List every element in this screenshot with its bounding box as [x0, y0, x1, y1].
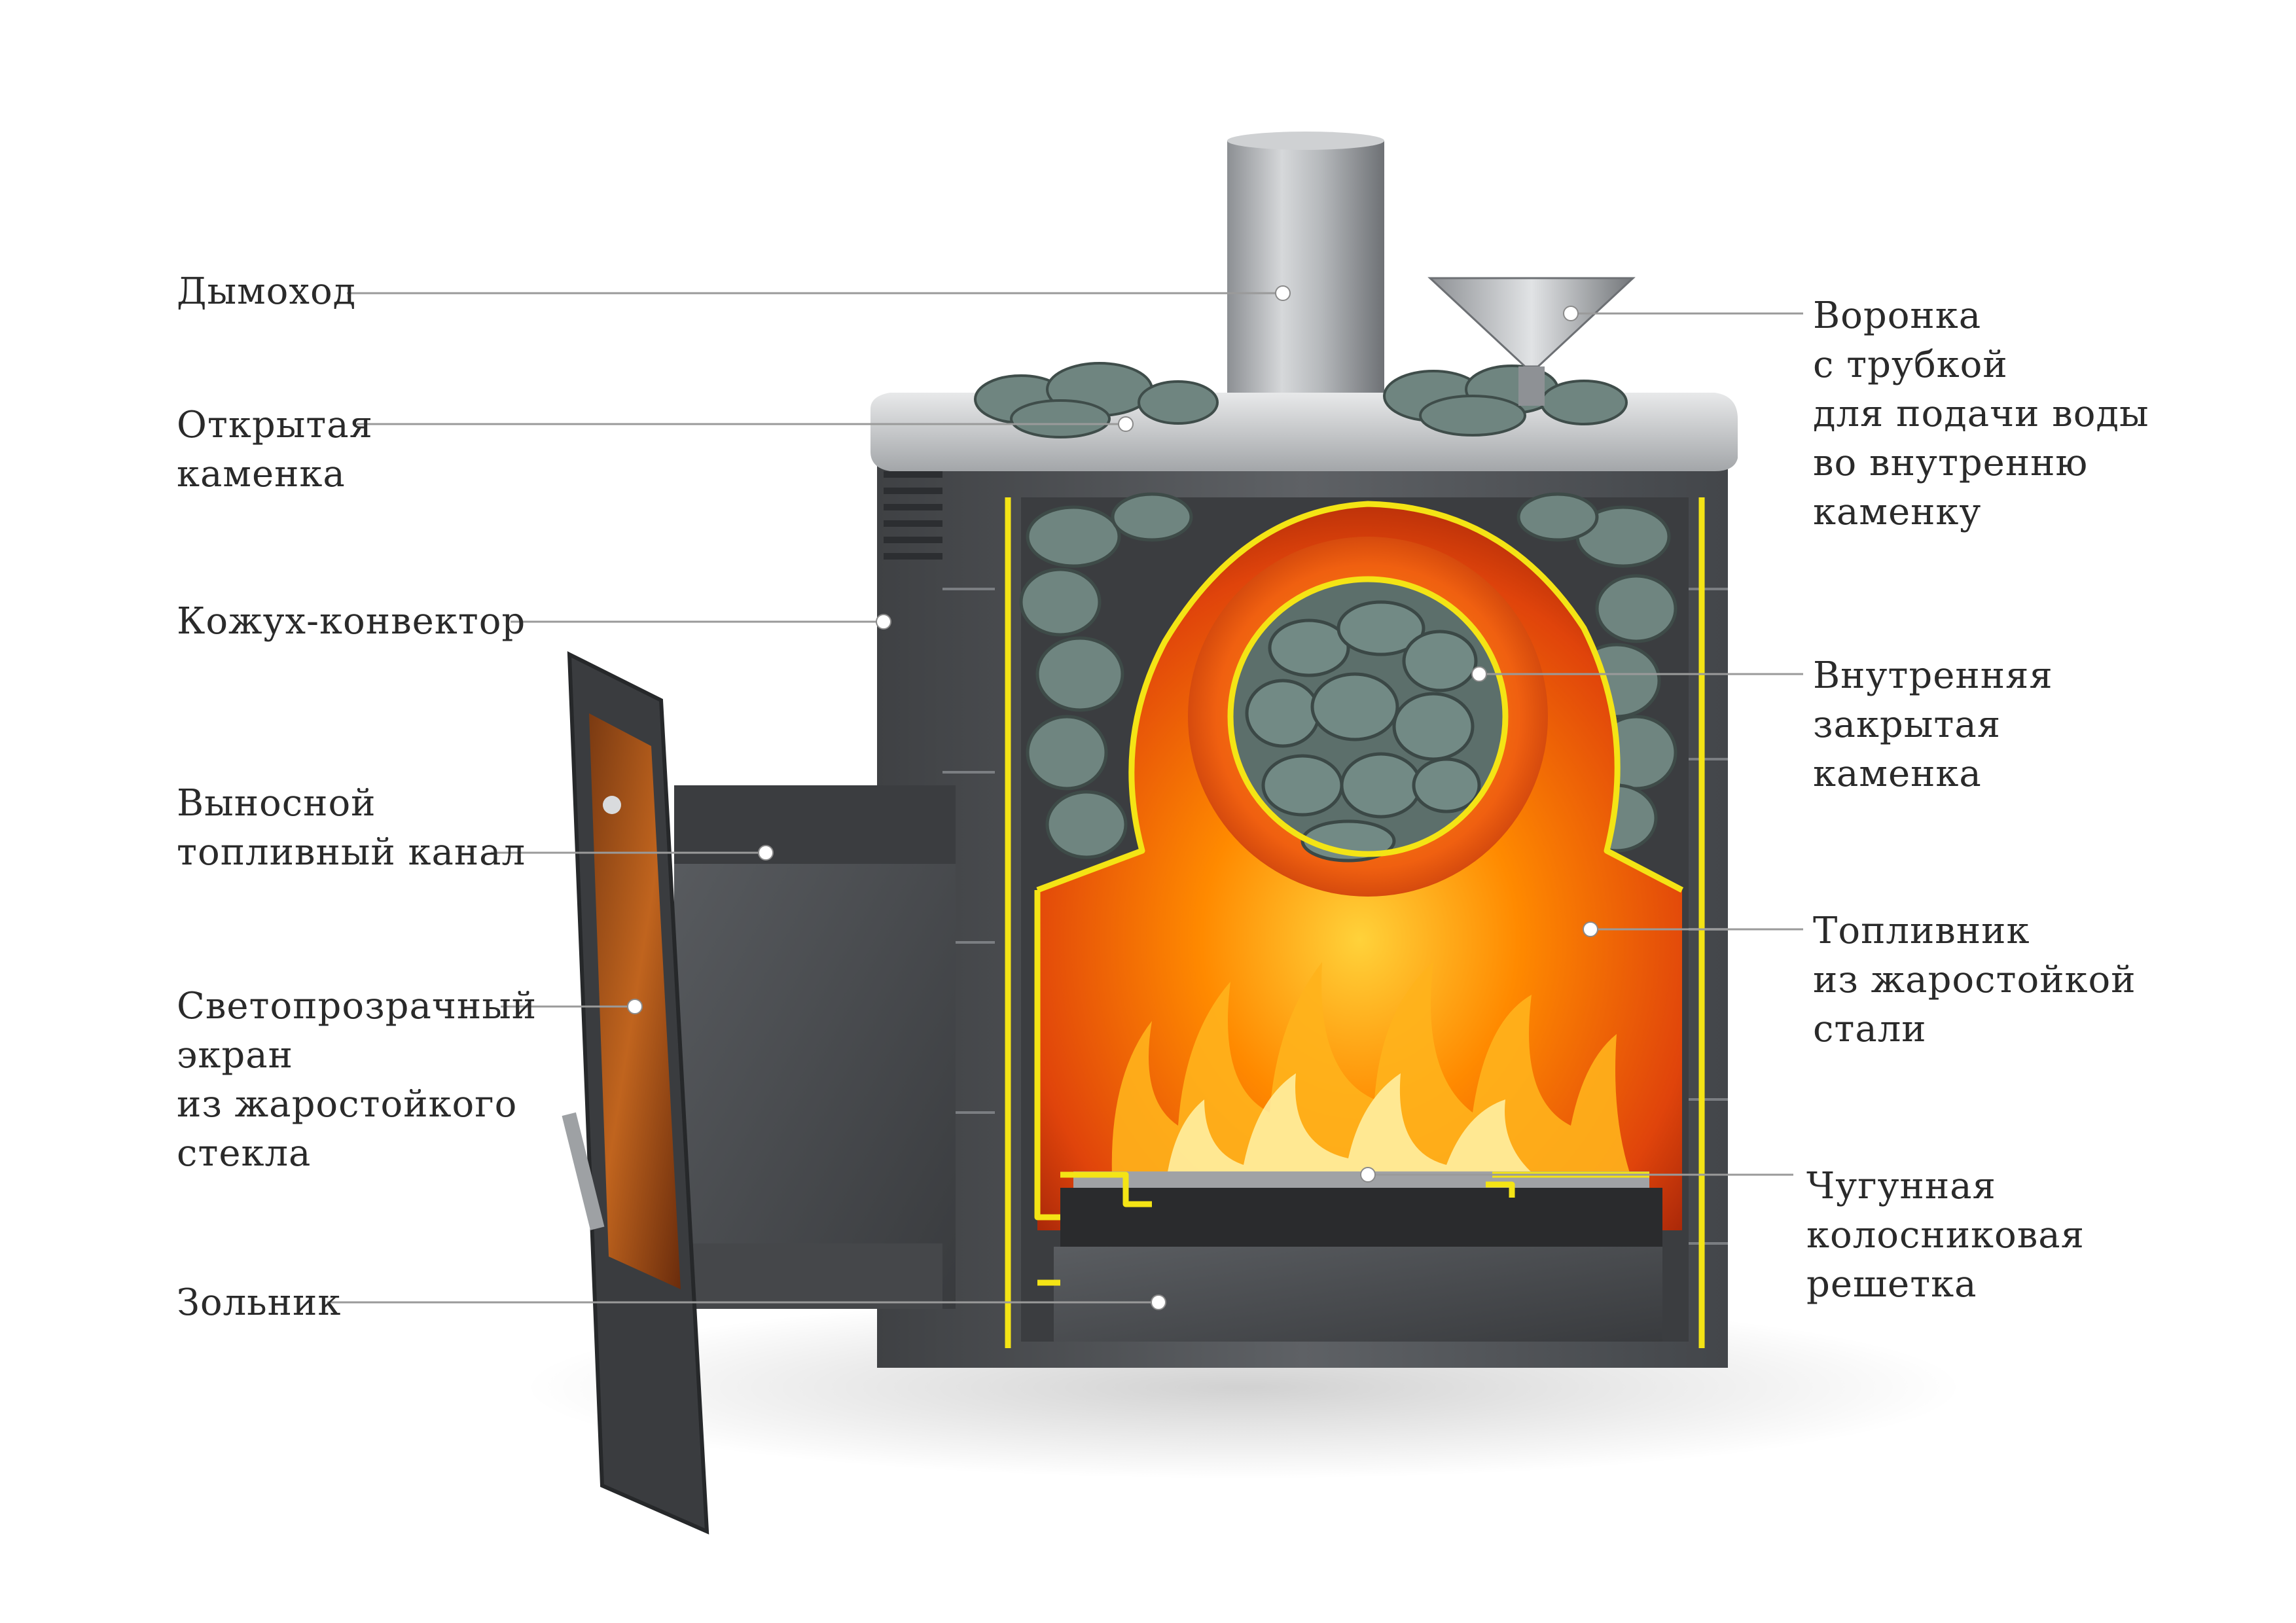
- label-water-funnel: Воронка с трубкой для подачи воды во вну…: [1813, 294, 2149, 533]
- label-fuel-channel: Выносной топливный канал: [177, 782, 526, 874]
- fuel-channel: [674, 785, 956, 1309]
- label-convector-casing: Кожух-конвектор: [177, 600, 526, 643]
- label-open-heater: Открытая каменка: [177, 404, 374, 495]
- door-handle: [562, 1112, 605, 1230]
- open-heater-tray: [870, 362, 1738, 471]
- leader-lines: [327, 292, 1803, 1304]
- label-firebox: Топливник из жаростойкой стали: [1813, 910, 2136, 1050]
- water-funnel: [1427, 277, 1636, 406]
- label-inner-heater: Внутренняя закрытая каменка: [1813, 654, 2053, 795]
- label-grate: Чугунная колосниковая решетка: [1806, 1165, 2085, 1306]
- label-glass-screen: Светопрозрачный экран из жаростойкого ст…: [177, 985, 537, 1175]
- ash-pit: [1054, 1247, 1662, 1342]
- cutaway-interior: [1019, 492, 1689, 1342]
- label-chimney: Дымоход: [177, 270, 357, 313]
- label-ash-pit: Зольник: [177, 1281, 342, 1324]
- leader-dots: [627, 285, 1598, 1310]
